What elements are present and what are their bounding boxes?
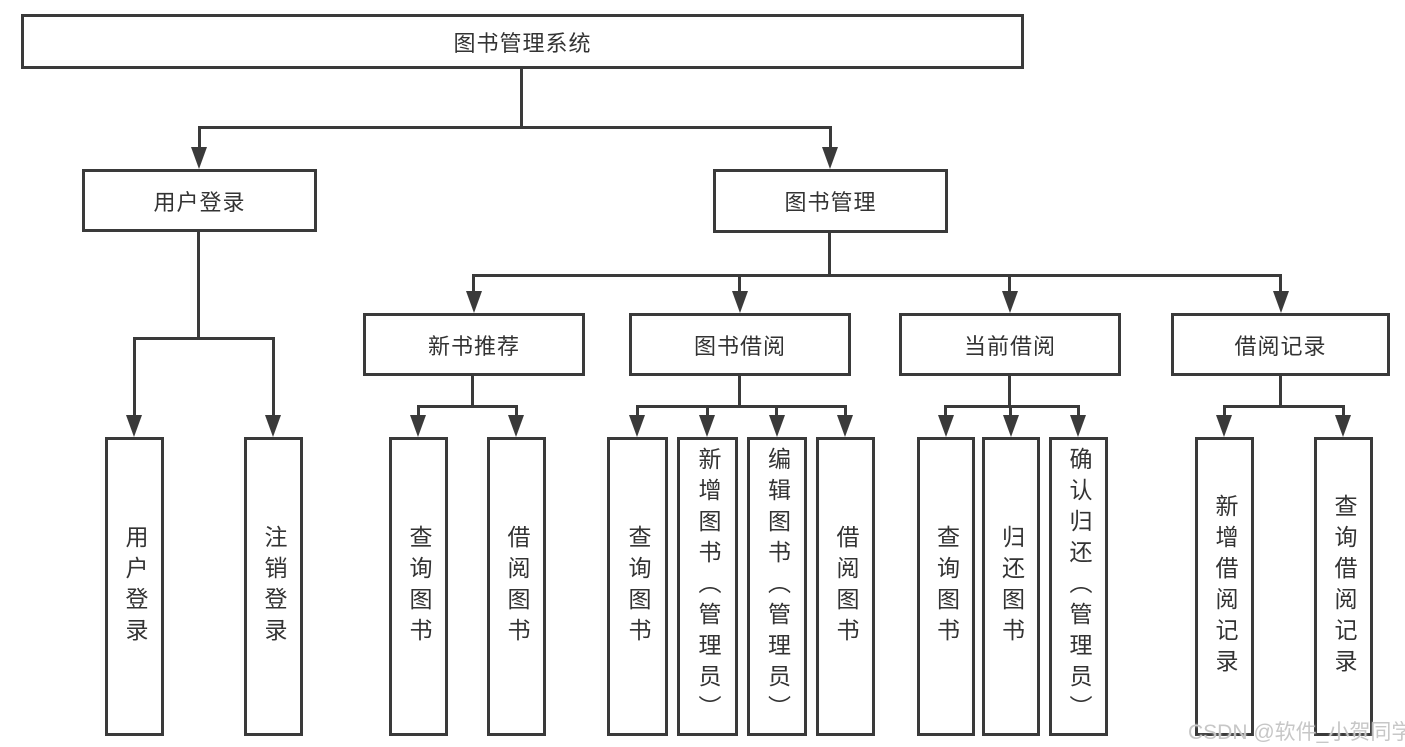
connector-line <box>828 233 831 277</box>
leaf-borrow-books: 借阅图书 <box>816 437 875 736</box>
arrow-down-icon <box>1002 291 1018 313</box>
connector-line <box>1008 274 1011 294</box>
leaf-add-borrow-record: 新增借阅记录 <box>1195 437 1254 736</box>
root-node: 图书管理系统 <box>21 14 1024 69</box>
connector-line <box>198 126 201 150</box>
connector-line <box>520 69 523 129</box>
leaf-label: 查询图书 <box>625 524 651 649</box>
connector-line <box>472 274 1282 277</box>
arrow-down-icon <box>410 415 426 437</box>
root-node-label: 图书管理系统 <box>453 30 592 56</box>
leaf-label: 确认归还（管理员） <box>1066 447 1092 726</box>
connector-line <box>1279 376 1282 408</box>
connector-line <box>775 405 778 419</box>
leaf-label: 查询图书 <box>933 524 960 649</box>
arrow-down-icon <box>699 415 715 437</box>
leaf-add-books-admin: 新增图书（管理员） <box>677 437 738 736</box>
leaf-user-login: 用户登录 <box>105 437 164 736</box>
node-current-borrowing: 当前借阅 <box>899 313 1121 376</box>
connector-line <box>738 274 741 294</box>
connector-line <box>1008 376 1011 408</box>
arrow-down-icon <box>466 291 482 313</box>
connector-line <box>944 405 1080 408</box>
node-label: 借阅记录 <box>1234 333 1327 359</box>
node-book-management: 图书管理 <box>713 169 948 233</box>
leaf-label: 新增图书（管理员） <box>695 447 721 726</box>
connector-line <box>133 337 136 419</box>
connector-line <box>1342 405 1345 419</box>
connector-line <box>133 337 275 340</box>
leaf-label: 用户登录 <box>122 524 148 649</box>
arrow-down-icon <box>1335 415 1351 437</box>
leaf-label: 查询借阅记录 <box>1331 493 1357 680</box>
leaf-edit-books-admin: 编辑图书（管理员） <box>747 437 807 736</box>
leaf-return-books: 归还图书 <box>982 437 1040 736</box>
node-book-borrowing: 图书借阅 <box>629 313 851 376</box>
connector-line <box>471 376 474 408</box>
node-label: 图书管理 <box>784 190 877 215</box>
node-borrowing-records: 借阅记录 <box>1171 313 1390 376</box>
arrow-down-icon <box>191 147 207 169</box>
connector-line <box>636 405 847 408</box>
node-label: 新书推荐 <box>427 333 520 359</box>
connector-line <box>1009 405 1012 419</box>
leaf-label: 新增借阅记录 <box>1212 493 1238 680</box>
leaf-query-books-borrow: 查询图书 <box>607 437 668 736</box>
leaf-logout: 注销登录 <box>244 437 303 736</box>
arrow-down-icon <box>265 415 281 437</box>
connector-line <box>1077 405 1080 419</box>
arrow-down-icon <box>732 291 748 313</box>
connector-line <box>417 405 518 408</box>
connector-line <box>944 405 947 419</box>
watermark: CSDN @软件_小贺同学 <box>1188 721 1405 744</box>
connector-line <box>197 232 200 340</box>
leaf-label: 借阅图书 <box>504 524 530 649</box>
connector-line <box>829 126 832 150</box>
node-new-book-recommend: 新书推荐 <box>363 313 585 376</box>
arrow-down-icon <box>1216 415 1232 437</box>
leaf-borrow-books-recommend: 借阅图书 <box>487 437 546 736</box>
node-label: 用户登录 <box>153 189 246 215</box>
connector-line <box>272 337 275 419</box>
arrow-down-icon <box>938 415 954 437</box>
arrow-down-icon <box>769 415 785 437</box>
leaf-label: 归还图书 <box>998 524 1025 649</box>
arrow-down-icon <box>822 147 838 169</box>
connector-line <box>844 405 847 419</box>
leaf-query-books-recommend: 查询图书 <box>389 437 448 736</box>
arrow-down-icon <box>837 415 853 437</box>
node-label: 图书借阅 <box>693 333 786 359</box>
arrow-down-icon <box>508 415 524 437</box>
leaf-query-borrow-record: 查询借阅记录 <box>1314 437 1373 736</box>
node-user-login: 用户登录 <box>82 169 317 232</box>
connector-line <box>417 405 420 419</box>
connector-line <box>738 376 741 408</box>
leaf-label: 编辑图书（管理员） <box>764 447 791 726</box>
arrow-down-icon <box>1070 415 1086 437</box>
connector-line <box>1279 274 1282 294</box>
leaf-label: 查询图书 <box>406 524 432 649</box>
connector-line <box>1223 405 1226 419</box>
leaf-confirm-return-admin: 确认归还（管理员） <box>1049 437 1108 736</box>
node-label: 当前借阅 <box>963 333 1056 359</box>
connector-line <box>472 274 475 294</box>
arrow-down-icon <box>1273 291 1289 313</box>
arrow-down-icon <box>629 415 645 437</box>
connector-line <box>198 126 832 129</box>
arrow-down-icon <box>1003 415 1019 437</box>
connector-line <box>515 405 518 419</box>
arrow-down-icon <box>126 415 142 437</box>
leaf-label: 注销登录 <box>261 524 287 649</box>
connector-line <box>1223 405 1345 408</box>
leaf-query-books-current: 查询图书 <box>917 437 975 736</box>
connector-line <box>706 405 709 419</box>
leaf-label: 借阅图书 <box>833 524 859 649</box>
connector-line <box>636 405 639 419</box>
